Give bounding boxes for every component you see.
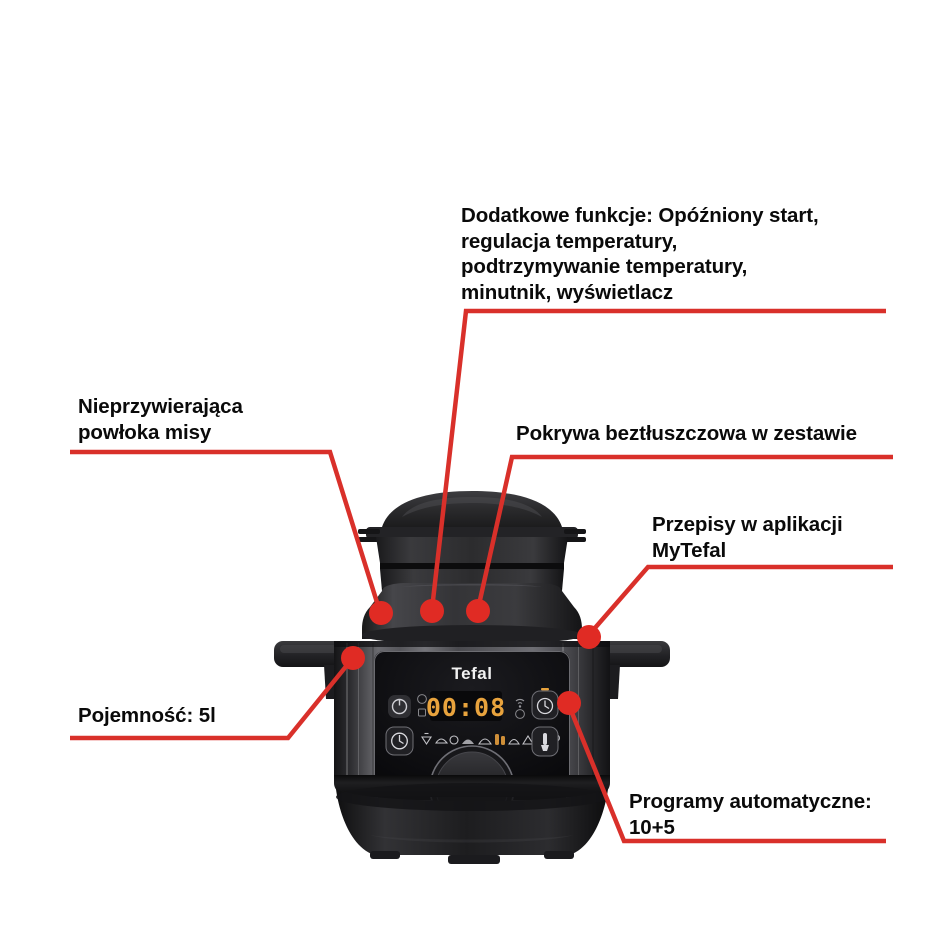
product-lid (358, 491, 586, 593)
callout-label-extra-functions: Dodatkowe funkcje: Opóźniony start, regu… (461, 204, 819, 304)
product-upper-collar (362, 583, 582, 645)
brand-logo: Tefal (452, 664, 493, 683)
callout-label-nonstick: Nieprzywierająca powłoka misy (78, 395, 243, 444)
digital-display: 00:08 (426, 691, 506, 722)
product-base (334, 775, 610, 864)
pressure-release-button[interactable] (531, 726, 559, 757)
callout-label-programs: Programy automatyczne: 10+5 (629, 790, 872, 839)
timer-button[interactable] (385, 726, 414, 756)
status-indicator-icons (417, 694, 427, 717)
display-value: 00:08 (426, 693, 506, 722)
callout-label-recipes: Przepisy w aplikacji MyTefal (652, 513, 843, 562)
delay-start-button[interactable] (531, 688, 559, 720)
power-button[interactable] (388, 695, 411, 718)
connectivity-icons (515, 698, 525, 719)
callout-label-grease-free-lid: Pokrywa beztłuszczowa w zestawie (516, 422, 857, 445)
product-handle-right (592, 641, 670, 699)
callout-label-capacity: Pojemność: 5l (78, 704, 216, 727)
product-image-pressure-cooker: Tefal 00:08 (262, 483, 682, 875)
